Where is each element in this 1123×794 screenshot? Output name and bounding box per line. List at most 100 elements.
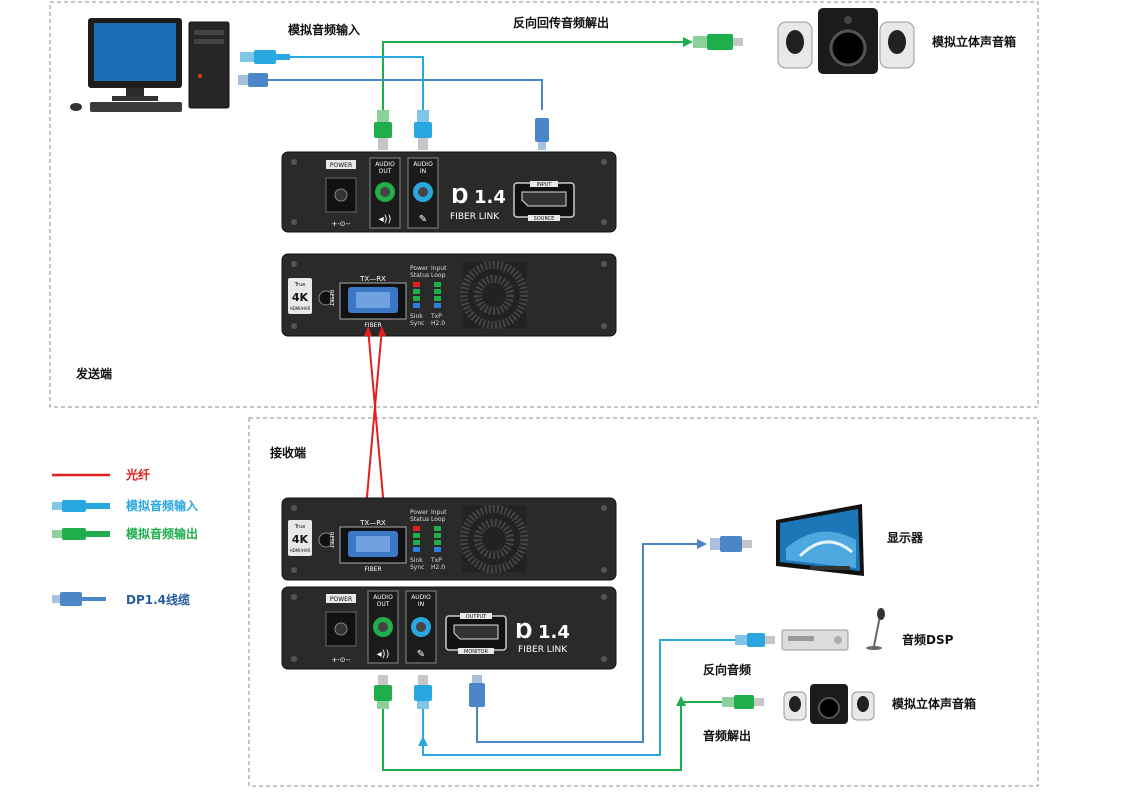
- rx-audio-out-label: AUDIO: [373, 594, 393, 601]
- rx-reset-label: RESET: [328, 532, 334, 549]
- label-analog-audio-in-top: 模拟音频输入: [288, 22, 360, 37]
- tx-fiber-link: FIBER LINK: [450, 212, 500, 222]
- tx-port-bottom: SOURCE: [534, 216, 555, 222]
- rx-led-top-l2: Status: [410, 516, 429, 523]
- rx-led-bot-r2: H2.0: [431, 564, 445, 571]
- arrow-blue-up: [418, 736, 428, 746]
- tx-audio-out-label-2: OUT: [379, 168, 392, 175]
- legend-audio-in: 模拟音频输入: [52, 498, 198, 513]
- rx-port-top: OUTPUT: [466, 614, 487, 620]
- rx-led-top-l: Power: [410, 509, 429, 516]
- rx-4k-label: 4K: [292, 533, 309, 546]
- tx-audio-in-plug: [414, 110, 432, 150]
- stereo-speakers-top: [777, 8, 915, 74]
- tx-dp-plug: [535, 118, 549, 150]
- tx-led-top-r2: Loop: [431, 272, 446, 279]
- rx-power-label: POWER: [330, 596, 352, 603]
- rx-audio-in-label-2: IN: [418, 601, 424, 608]
- label-stereo-speakers-bottom: 模拟立体声音箱: [892, 696, 976, 711]
- mouse: [70, 103, 82, 111]
- tx-led-top-r: Input: [431, 265, 447, 272]
- tx-fiber-label: FIBER: [364, 322, 381, 329]
- rx-back-panel: POWER +-⊙-- AUDIO OUT ◂)) AUDIO IN ✎ OUT…: [281, 586, 617, 670]
- rx-fiber-label: FIBER: [364, 566, 381, 573]
- pc-power-led: [198, 74, 202, 78]
- stereo-speakers-bottom: [783, 684, 875, 724]
- computer: [70, 18, 230, 112]
- sender-region: [49, 1, 1039, 408]
- rx-true-label: True: [294, 524, 306, 530]
- legend-audio-out-label: 模拟音频输出: [126, 526, 198, 541]
- tx-led-bot-r2: H2.0: [431, 320, 445, 327]
- pc-drive: [194, 30, 224, 35]
- tx-dp-logo-icon: Ɒ: [452, 184, 469, 208]
- monitor-screen: [94, 23, 176, 81]
- tx-led-top-l2: Status: [410, 272, 429, 279]
- tx-dp-version: 1.4: [474, 187, 506, 208]
- cable-dp-top: [268, 79, 543, 110]
- rx-dp-plug: [469, 675, 485, 707]
- computer-dp-plug: [238, 73, 268, 87]
- rx-speaker-icon: ◂)): [377, 649, 390, 660]
- tx-front-panel: True 4K HDMI/HAR RESET TX—RX FIBER Power…: [281, 253, 617, 337]
- rx-audio-in-label: AUDIO: [411, 594, 431, 601]
- rx-led-bot-l: Sink: [410, 557, 423, 564]
- cable-rx-audio-out: [382, 701, 740, 771]
- arrow-green-bottom: [676, 696, 686, 706]
- legend-dp: DP1.4线缆: [52, 592, 190, 607]
- legend-fiber: 光纤: [52, 467, 150, 482]
- rx-dp-logo-icon: Ɒ: [516, 619, 533, 643]
- tx-power-symbol: +-⊙--: [331, 220, 351, 228]
- speaker-green-plug-bottom: [722, 695, 764, 709]
- tx-power-label: POWER: [330, 162, 352, 169]
- rx-led-bot-l2: Sync: [410, 564, 424, 571]
- tx-txrx-label: TX—RX: [359, 275, 386, 283]
- tx-led-top-l: Power: [410, 265, 429, 272]
- rx-txrx-label: TX—RX: [359, 519, 386, 527]
- legend-audio-out: 模拟音频输出: [52, 526, 198, 541]
- rx-port-bottom: MONITOR: [464, 649, 488, 655]
- arrow-dp: [697, 539, 707, 549]
- cable-audio-in-top: [290, 56, 424, 112]
- cable-reverse-audio-out: [382, 41, 683, 112]
- rx-hdr-label: HDMI/HAR: [290, 548, 311, 553]
- rx-fan-grille: [460, 505, 528, 573]
- label-audio-dsp: 音频DSP: [902, 632, 954, 647]
- rx-dp-version: 1.4: [538, 622, 570, 643]
- tx-port-top: INPUT: [537, 182, 553, 188]
- tx-back-panel: POWER +-⊙-- AUDIO OUT ◂)) AUDIO IN ✎ Ɒ 1…: [281, 151, 617, 233]
- rx-audio-out-plug: [374, 675, 392, 709]
- tx-led-bot-r: TxP: [430, 313, 442, 320]
- rx-front-panel: True 4K HDMI/HAR RESET TX—RX FIBER Power…: [281, 497, 617, 581]
- tx-plug-icon: ✎: [419, 214, 427, 225]
- tx-audio-out-label: AUDIO: [375, 161, 395, 168]
- rx-audio-out-label-2: OUT: [377, 601, 390, 608]
- tx-fan-grille: [460, 261, 528, 329]
- tx-hdr-label: HDMI/HAR: [290, 306, 311, 311]
- arrow-green-top: [683, 37, 693, 47]
- keyboard: [90, 102, 182, 112]
- legend-dp-label: DP1.4线缆: [126, 592, 190, 607]
- rx-led-top-r2: Loop: [431, 516, 446, 523]
- cable-rx-dp: [476, 543, 697, 743]
- legend-fiber-label: 光纤: [125, 467, 150, 482]
- rx-audio-in-plug: [414, 675, 432, 709]
- label-reverse-audio-deembed: 反向回传音频解出: [513, 15, 609, 30]
- label-audio-deembed: 音频解出: [703, 728, 751, 743]
- rx-power-symbol: +-⊙--: [331, 656, 351, 664]
- tx-audio-in-label-2: IN: [420, 168, 426, 175]
- monitor-stand: [126, 88, 144, 98]
- tx-4k-label: 4K: [292, 291, 309, 304]
- legend: 光纤 模拟音频输入 模拟音频输出 DP1.4线缆: [52, 467, 198, 607]
- display-dp-plug: [710, 536, 752, 552]
- rx-led-bot-r: TxP: [430, 557, 442, 564]
- label-sender: 发送端: [75, 366, 112, 381]
- rx-led-top-r: Input: [431, 509, 447, 516]
- tx-reset-label: RESET: [328, 290, 334, 307]
- tx-true-label: True: [294, 282, 306, 288]
- audio-dsp-device: [781, 608, 885, 651]
- tx-led-bot-l2: Sync: [410, 320, 424, 327]
- display-tv: [776, 504, 864, 576]
- speaker-green-plug-top: [693, 34, 743, 50]
